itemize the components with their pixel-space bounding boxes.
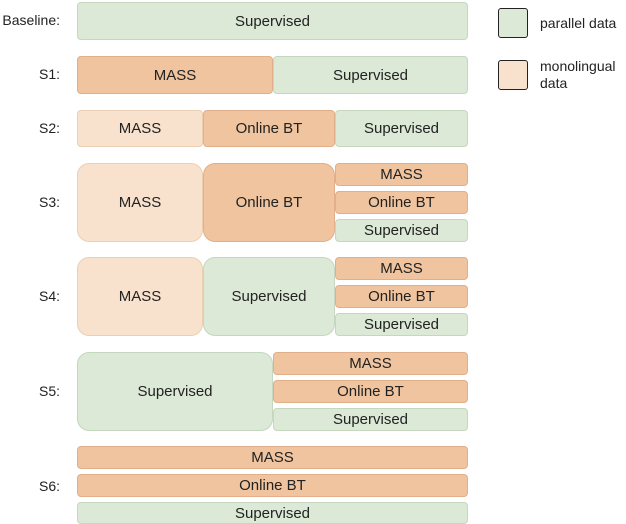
s5-supervised-sub-block: Supervised [273,408,468,431]
legend-monolingual-label: monolingual data [540,58,616,92]
s2-mass-block: MASS [77,110,203,147]
s5-supervised-block: Supervised [77,352,273,431]
s1-mass-block: MASS [77,56,273,94]
s5-mass-sub-block: MASS [273,352,468,375]
s6-online-bt-block: Online BT [77,474,468,497]
row-label-s4: S4: [38,288,60,304]
row-label-s3: S3: [38,194,60,210]
legend-monolingual-line2: data [540,75,568,91]
legend-parallel-label: parallel data [540,15,617,31]
row-label-s6: S6: [38,478,60,494]
s4-mass-sub-block: MASS [335,257,468,280]
row-label-baseline: Baseline: [2,12,60,28]
s3-online-bt-sub-block: Online BT [335,191,468,214]
s4-mass-block: MASS [77,257,203,336]
s3-mass-block: MASS [77,163,203,242]
s3-supervised-sub-block: Supervised [335,219,468,242]
row-label-s1: S1: [38,66,60,82]
s3-online-bt-block: Online BT [203,163,335,242]
s2-supervised-block: Supervised [335,110,468,147]
s1-supervised-block: Supervised [273,56,468,94]
s4-supervised-block: Supervised [203,257,335,336]
row-label-s2: S2: [38,120,60,136]
s2-online-bt-block: Online BT [203,110,335,147]
legend-parallel-swatch [498,8,528,38]
baseline-supervised-block: Supervised [77,2,468,40]
legend-monolingual-swatch [498,60,528,90]
s3-mass-sub-block: MASS [335,163,468,186]
s6-supervised-block: Supervised [77,502,468,524]
s4-online-bt-sub-block: Online BT [335,285,468,308]
row-label-s5: S5: [38,383,60,399]
s5-online-bt-sub-block: Online BT [273,380,468,403]
s4-supervised-sub-block: Supervised [335,313,468,336]
s6-mass-block: MASS [77,446,468,469]
legend-monolingual-line1: monolingual [540,58,616,74]
